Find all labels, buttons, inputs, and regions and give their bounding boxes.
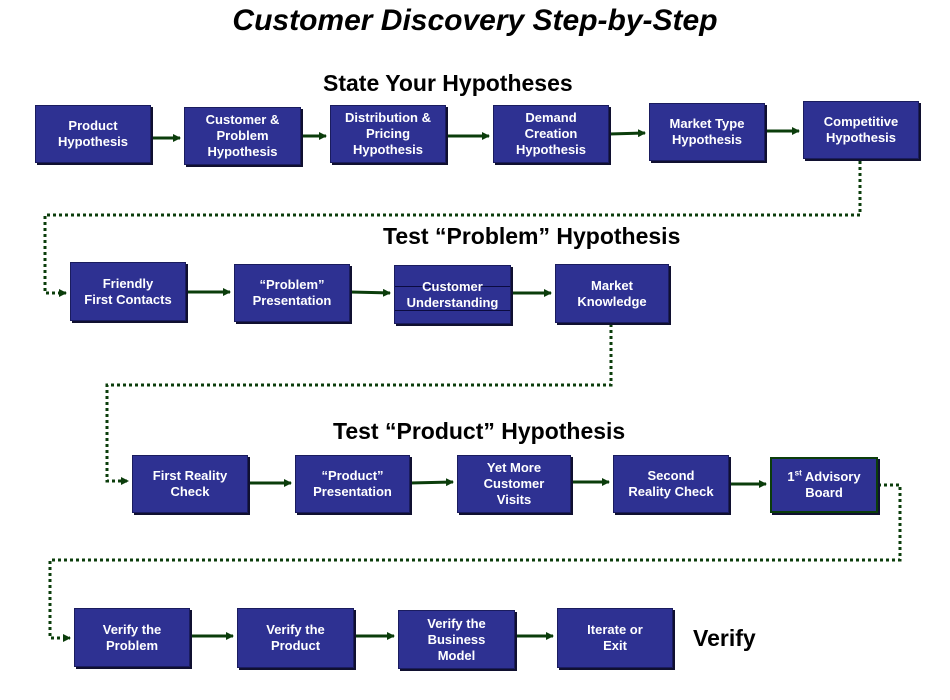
arrow-r3-2 (409, 478, 454, 487)
step-first-advisory-board: 1st Advisory Board (770, 457, 878, 513)
step-label: Verify the Product (266, 622, 325, 653)
step-distribution-pricing-hypothesis: Distribution & Pricing Hypothesis (330, 105, 446, 163)
step-product-presentation: “Product” Presentation (295, 455, 410, 513)
step-verify-the-problem: Verify the Problem (74, 608, 190, 667)
step-first-reality-check: First Reality Check (132, 455, 248, 513)
step-label: “Product” Presentation (313, 468, 392, 499)
step-market-type-hypothesis: Market Type Hypothesis (649, 103, 765, 161)
section-heading-product: Test “Product” Hypothesis (333, 418, 626, 444)
step-demand-creation-hypothesis: Demand Creation Hypothesis (493, 105, 609, 163)
advisory-board-label: Advisory Board (804, 469, 861, 500)
arrow-r1-4 (608, 129, 646, 138)
ordinal-number: 1 (787, 469, 795, 484)
step-label: Iterate or Exit (587, 622, 643, 653)
step-iterate-or-exit: Iterate or Exit (557, 608, 673, 668)
step-verify-the-product: Verify the Product (237, 608, 354, 668)
step-label: 1st Advisory Board (787, 469, 860, 501)
step-label: Market Type Hypothesis (669, 116, 745, 147)
section-heading-verify: Verify (693, 625, 756, 651)
step-product-hypothesis: Product Hypothesis (35, 105, 151, 163)
step-second-reality-check: Second Reality Check (613, 455, 729, 513)
section-heading-problem: Test “Problem” Hypothesis (383, 223, 681, 249)
dotted-connector-2 (105, 324, 613, 485)
ordinal-suffix: st (794, 468, 802, 478)
step-label: Distribution & Pricing Hypothesis (345, 110, 431, 157)
page-title: Customer Discovery Step-by-Step (232, 4, 718, 37)
step-friendly-first-contacts: Friendly First Contacts (70, 262, 186, 321)
section-heading-state: State Your Hypotheses (323, 70, 573, 96)
step-label: Customer Understanding (406, 278, 499, 310)
step-label: Verify the Problem (102, 621, 162, 653)
step-problem-presentation: “Problem” Presentation (234, 264, 350, 322)
step-label: First Reality Check (152, 468, 228, 499)
step-label: Market Knowledge (577, 277, 647, 309)
step-label: Friendly First Contacts (84, 275, 172, 307)
step-label: Demand Creation Hypothesis (515, 110, 587, 157)
step-label: Competitive Hypothesis (823, 114, 899, 145)
step-label: Product Hypothesis (57, 118, 129, 149)
step-label: “Problem” Presentation (252, 277, 332, 308)
step-yet-more-customer-visits: Yet More Customer Visits (457, 455, 571, 513)
step-label: Verify the Business Model (427, 615, 486, 663)
step-label: Second Reality Check (628, 468, 714, 499)
step-label: Yet More Customer Visits (483, 460, 545, 507)
step-market-knowledge: Market Knowledge (555, 264, 669, 323)
step-competitive-hypothesis: Competitive Hypothesis (803, 101, 919, 159)
dotted-connector-3 (48, 483, 902, 642)
step-verify-the-business-model: Verify the Business Model (398, 610, 515, 669)
step-customer-understanding: Customer Understanding (394, 265, 511, 324)
arrow-r2-2 (349, 288, 391, 297)
step-customer-problem-hypothesis: Customer & Problem Hypothesis (184, 107, 301, 165)
step-label: Customer & Problem Hypothesis (205, 112, 280, 159)
dotted-connector-1 (43, 161, 862, 297)
